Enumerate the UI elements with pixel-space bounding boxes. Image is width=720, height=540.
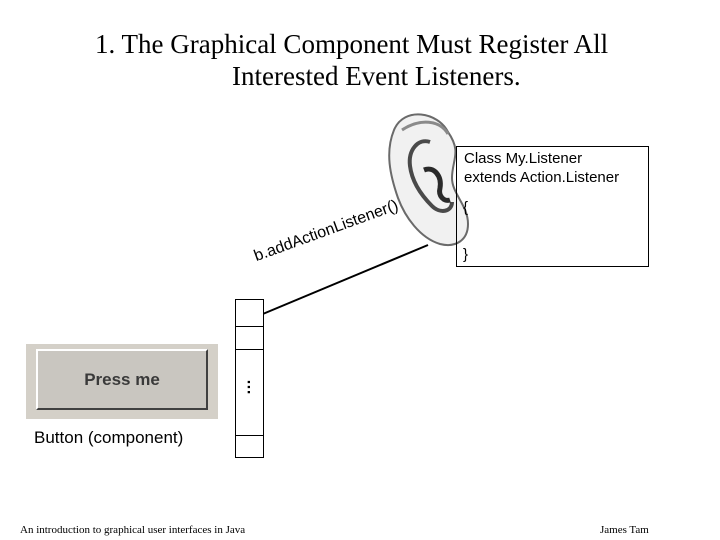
- listener-class-box: [456, 146, 649, 267]
- list-cell: [235, 436, 264, 458]
- list-cell: …: [235, 350, 264, 436]
- close-brace: }: [463, 246, 469, 263]
- ear-icon: [388, 113, 470, 246]
- class-line-1: Class My.Listener: [464, 150, 583, 167]
- button-caption: Button (component): [34, 428, 184, 447]
- title-line-2: Interested Event Listeners.: [232, 61, 521, 91]
- title-line-1: 1. The Graphical Component Must Register…: [95, 29, 609, 59]
- class-line-2: extends Action.Listener: [464, 169, 620, 186]
- open-brace: {: [463, 199, 469, 216]
- listener-class-declaration: Class My.Listener extends Action.Listene…: [464, 149, 619, 187]
- footer-left: An introduction to graphical user interf…: [20, 524, 246, 536]
- list-cell: [235, 299, 264, 327]
- list-ellipsis: …: [237, 379, 254, 395]
- listener-list: …: [235, 299, 264, 458]
- press-me-button[interactable]: Press me: [36, 349, 208, 410]
- list-cell: [235, 327, 264, 350]
- footer-right: James Tam: [600, 524, 649, 536]
